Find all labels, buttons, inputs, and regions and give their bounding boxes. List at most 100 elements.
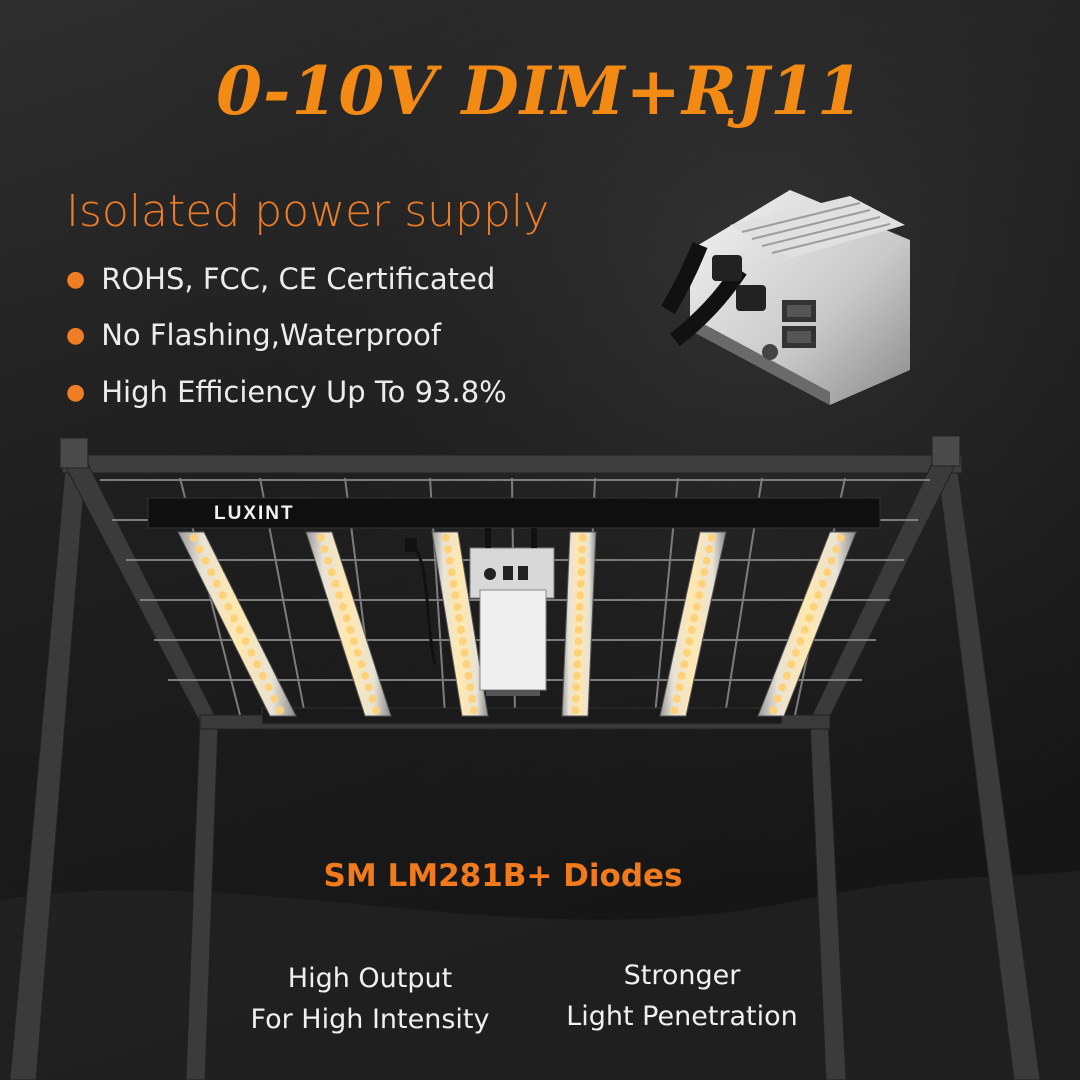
led-diode — [466, 683, 475, 692]
feature-penetration: Stronger Light Penetration — [532, 955, 832, 1037]
led-diode — [695, 591, 704, 600]
power-cable-icon — [661, 242, 766, 347]
led-diode — [456, 625, 465, 634]
led-diode — [224, 602, 233, 611]
led-diode — [247, 648, 256, 657]
led-diode — [361, 671, 370, 680]
bullet-dot-icon: ● — [66, 267, 86, 292]
led-diode — [331, 579, 340, 588]
led-diode — [338, 602, 347, 611]
led-diode — [468, 694, 477, 703]
led-diode — [449, 579, 458, 588]
led-diode — [791, 648, 800, 657]
led-diode — [575, 614, 584, 623]
feature-line: Stronger — [623, 960, 741, 991]
led-diode — [335, 591, 344, 600]
led-diode — [836, 533, 845, 542]
feature-line: Light Penetration — [566, 1001, 798, 1032]
led-diode — [690, 614, 699, 623]
led-diode — [264, 683, 273, 692]
bullet-text: High Efficiency Up To 93.8% — [101, 375, 507, 409]
led-diode — [207, 568, 216, 577]
bullet-item: ● High Efficiency Up To 93.8% — [66, 375, 507, 409]
led-diode — [443, 545, 452, 554]
led-diode — [672, 694, 681, 703]
led-diode — [364, 683, 373, 692]
led-diode — [773, 694, 782, 703]
led-diode — [445, 556, 454, 565]
feature-high-output: High Output For High Intensity — [220, 958, 520, 1040]
led-diode — [368, 694, 377, 703]
led-diode — [827, 556, 836, 565]
led-diode — [677, 671, 686, 680]
led-diode — [574, 625, 583, 634]
led-diode — [346, 625, 355, 634]
led-diode — [578, 533, 587, 542]
led-diode — [700, 568, 709, 577]
led-diode — [353, 648, 362, 657]
led-diode — [241, 637, 250, 646]
led-diode — [571, 694, 580, 703]
bullet-dot-icon: ● — [66, 380, 86, 405]
led-diode — [357, 660, 366, 669]
led-bar — [431, 531, 489, 717]
background-wave — [0, 870, 1080, 1080]
led-bar — [561, 531, 597, 717]
led-diode — [470, 706, 479, 715]
feature-line: High Output — [287, 963, 453, 994]
fixture-bottom-bar — [261, 707, 783, 725]
led-diode — [577, 556, 586, 565]
led-diode — [201, 556, 210, 565]
led-diode — [572, 671, 581, 680]
led-diode — [787, 660, 796, 669]
led-diode — [832, 545, 841, 554]
led-diode — [195, 545, 204, 554]
led-diode — [705, 545, 714, 554]
led-diode — [574, 637, 583, 646]
led-diode — [189, 533, 198, 542]
led-diode — [697, 579, 706, 588]
led-bars — [177, 531, 857, 717]
led-diode — [324, 556, 333, 565]
bullet-text: No Flashing,Waterproof — [101, 318, 442, 352]
power-supply-title: Isolated power supply — [66, 186, 550, 237]
led-diode — [462, 660, 471, 669]
led-bar — [305, 531, 392, 717]
led-diode — [680, 660, 689, 669]
led-diode — [441, 533, 450, 542]
led-diode — [782, 671, 791, 680]
led-diode — [350, 637, 359, 646]
led-diode — [800, 625, 809, 634]
led-diode — [778, 683, 787, 692]
led-diode — [670, 706, 679, 715]
bullet-dot-icon: ● — [66, 323, 86, 348]
led-diode — [575, 602, 584, 611]
led-diode — [769, 706, 778, 715]
central-driver — [405, 528, 555, 696]
led-diode — [577, 568, 586, 577]
led-diode — [455, 614, 464, 623]
led-diode — [573, 648, 582, 657]
led-bar — [757, 531, 857, 717]
led-diode — [372, 706, 381, 715]
led-diode — [682, 648, 691, 657]
led-diode — [342, 614, 351, 623]
led-diode — [212, 579, 221, 588]
led-diode — [573, 660, 582, 669]
led-diode — [218, 591, 227, 600]
led-diode — [327, 568, 336, 577]
bullet-item: ●ROHS, FCC, CE Certificated — [66, 262, 495, 296]
led-diode — [235, 625, 244, 634]
led-diode — [571, 706, 580, 715]
led-diode — [796, 637, 805, 646]
led-bar — [177, 531, 297, 717]
led-diode — [316, 533, 325, 542]
led-diode — [685, 637, 694, 646]
led-diode — [702, 556, 711, 565]
feature-line: For High Intensity — [250, 1004, 490, 1035]
led-diode — [572, 683, 581, 692]
led-diode — [253, 660, 262, 669]
led-diode — [276, 706, 285, 715]
